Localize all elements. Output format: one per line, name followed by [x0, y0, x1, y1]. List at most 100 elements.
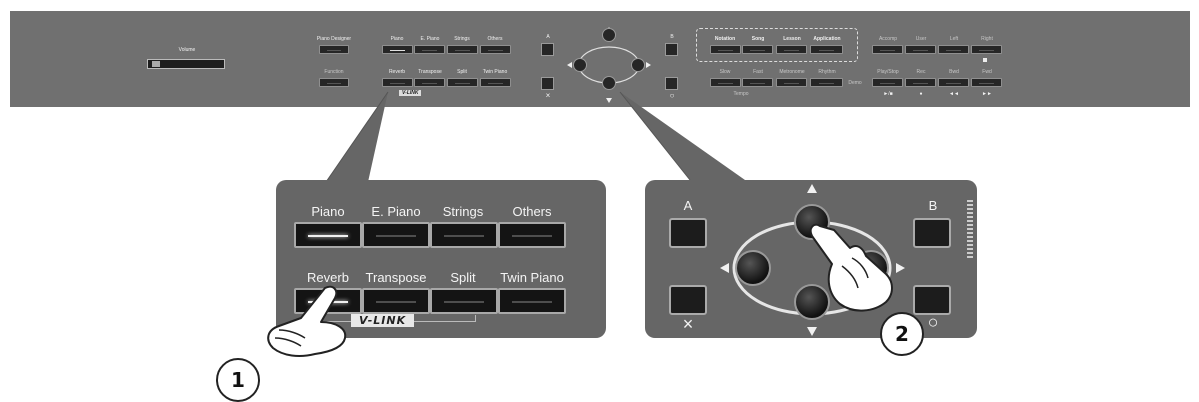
zoom-epiano-label: E. Piano	[371, 204, 421, 219]
zoom-reverb-label: Reverb	[307, 270, 349, 285]
zoom-o-button[interactable]	[913, 285, 951, 315]
play-stop-icon: ►/■	[883, 91, 893, 97]
zoom-x-label: ×	[682, 314, 694, 334]
slow-label: Slow	[719, 69, 731, 75]
a-button[interactable]	[541, 43, 554, 56]
piano-tone-label: Piano	[390, 36, 404, 42]
zoom-right-panel: A × B ○	[645, 180, 977, 338]
fwd-button[interactable]	[971, 78, 1002, 87]
piano-designer-button[interactable]	[319, 45, 349, 54]
bwd-icon: ◄◄	[949, 91, 959, 97]
callout-2: 2	[880, 312, 924, 356]
song-label: Song	[751, 36, 765, 42]
bwd-button[interactable]	[938, 78, 969, 87]
right-label: Right	[981, 36, 993, 42]
rec-icon: ●	[919, 91, 923, 97]
fast-button[interactable]	[742, 78, 773, 87]
instrument-panel: Volume Piano Designer Function Piano E. …	[10, 11, 1190, 107]
cursor-down-button[interactable]	[602, 76, 616, 90]
volume-label: Volume	[178, 47, 196, 53]
b-button[interactable]	[665, 43, 678, 56]
zoom-a-button[interactable]	[669, 218, 707, 248]
rhythm-button[interactable]	[810, 78, 843, 87]
lesson-label: Lesson	[783, 36, 801, 42]
transpose-label: Transpose	[418, 69, 442, 75]
zoom-strings-button[interactable]	[430, 222, 498, 248]
x-button[interactable]	[541, 77, 554, 90]
accomp-button[interactable]	[872, 45, 903, 54]
twin-piano-button[interactable]	[480, 78, 511, 87]
others-tone-button[interactable]	[480, 45, 511, 54]
right-button[interactable]	[971, 45, 1002, 54]
song-button[interactable]	[742, 45, 773, 54]
callout-1: 1	[216, 358, 260, 402]
reverb-button[interactable]	[382, 78, 413, 87]
metronome-button[interactable]	[776, 78, 807, 87]
zoom-transpose-button[interactable]	[362, 288, 430, 314]
zoom-epiano-button[interactable]	[362, 222, 430, 248]
zoom-split-button[interactable]	[430, 288, 498, 314]
application-button[interactable]	[810, 45, 843, 54]
pointing-hand-icon-2	[809, 223, 893, 312]
reverb-label: Reverb	[388, 69, 406, 75]
notation-button[interactable]	[710, 45, 741, 54]
zoom-transpose-label: Transpose	[365, 270, 427, 285]
zoom-piano-button[interactable]	[294, 222, 362, 248]
user-button[interactable]	[905, 45, 936, 54]
zoom-b-label: B	[928, 198, 938, 213]
twin-piano-label: Twin Piano	[482, 69, 508, 75]
left-button[interactable]	[938, 45, 969, 54]
zoom-twin-piano-button[interactable]	[498, 288, 566, 314]
user-label: User	[915, 36, 927, 42]
fwd-icon: ►►	[982, 91, 992, 97]
side-grip	[967, 200, 973, 260]
zoom-piano-label: Piano	[311, 204, 345, 219]
fast-label: Fast	[753, 69, 763, 75]
slow-button[interactable]	[710, 78, 741, 87]
b-label: B	[670, 34, 674, 40]
function-label: Function	[324, 69, 344, 75]
split-button[interactable]	[447, 78, 478, 87]
zoom-split-label: Split	[450, 270, 476, 285]
strings-tone-label: Strings	[454, 36, 470, 42]
zoom-twin-piano-label: Twin Piano	[500, 270, 564, 285]
demo-label: Demo	[848, 80, 862, 86]
zoom-cursor-down-button[interactable]	[794, 284, 830, 320]
transpose-button[interactable]	[414, 78, 445, 87]
volume-slider-knob[interactable]	[152, 61, 160, 67]
o-button[interactable]	[665, 77, 678, 90]
piano-tone-button[interactable]	[382, 45, 413, 54]
metronome-label: Metronome	[779, 69, 805, 75]
accomp-label: Accomp	[878, 36, 898, 42]
split-label: Split	[457, 69, 467, 75]
rhythm-label: Rhythm	[818, 69, 836, 75]
rec-label: Rec	[916, 69, 926, 75]
zoom-a-label: A	[683, 198, 693, 213]
o-label: ○	[669, 91, 675, 100]
zoom-cursor-left-button[interactable]	[735, 250, 771, 286]
zoom-b-button[interactable]	[913, 218, 951, 248]
epiano-tone-button[interactable]	[414, 45, 445, 54]
strings-tone-button[interactable]	[447, 45, 478, 54]
zoom-others-button[interactable]	[498, 222, 566, 248]
zoom-strings-label: Strings	[442, 204, 484, 219]
lesson-button[interactable]	[776, 45, 807, 54]
notation-label: Notation	[714, 36, 736, 42]
cursor-left-button[interactable]	[573, 58, 587, 72]
play-stop-button[interactable]	[872, 78, 903, 87]
piano-designer-label: Piano Designer	[316, 36, 352, 42]
rec-button[interactable]	[905, 78, 936, 87]
zoom-vlink-badge: V-LINK	[351, 314, 415, 327]
function-button[interactable]	[319, 78, 349, 87]
left-label: Left	[949, 36, 959, 42]
vlink-badge: V-LINK	[399, 90, 422, 96]
zoom-x-button[interactable]	[669, 285, 707, 315]
volume-slider[interactable]	[147, 59, 225, 69]
x-label: ×	[545, 91, 551, 100]
a-label: A	[546, 34, 550, 40]
zoom-left-panel: Piano E. Piano Strings Others Reverb Tra…	[276, 180, 606, 338]
cursor-up-button[interactable]	[602, 28, 616, 42]
tempo-label: Tempo	[733, 91, 749, 97]
cursor-right-button[interactable]	[631, 58, 645, 72]
